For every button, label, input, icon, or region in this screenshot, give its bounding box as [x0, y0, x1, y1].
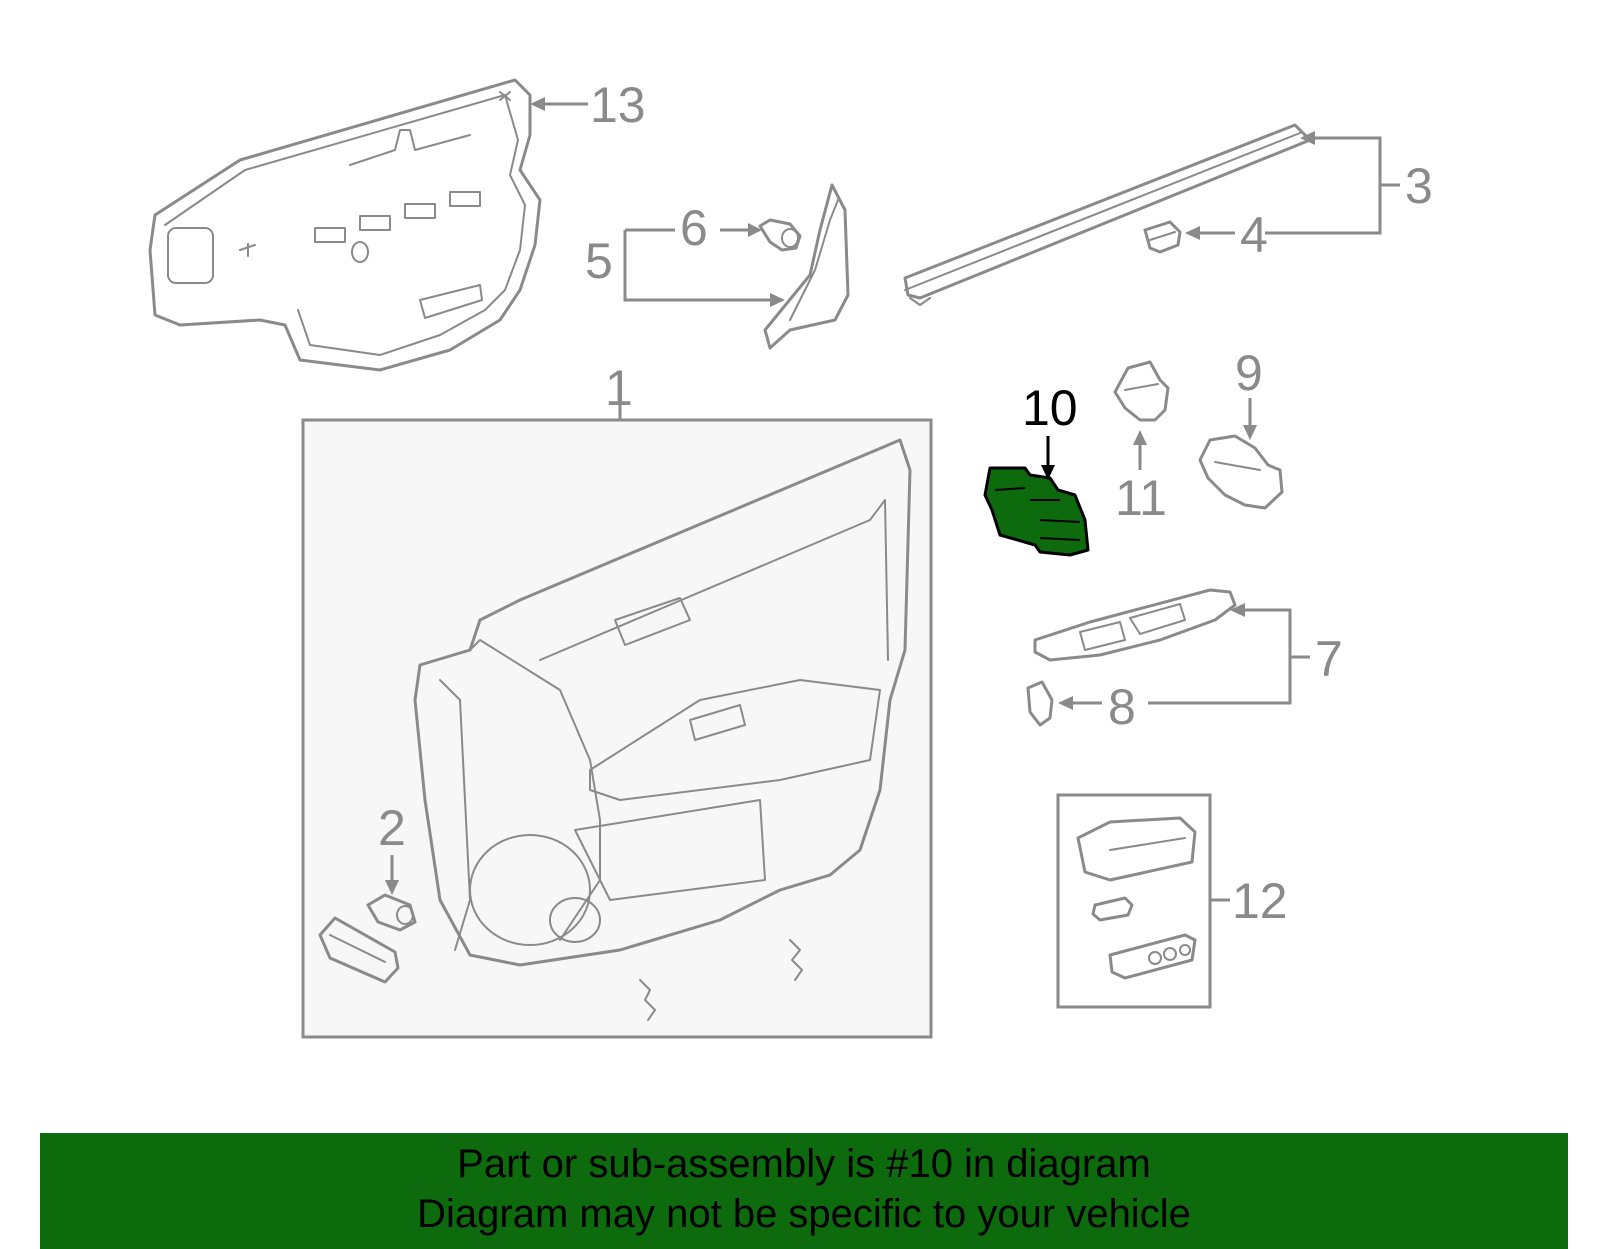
banner-line-2: Diagram may not be specific to your vehi…: [417, 1192, 1191, 1236]
part-1-door-trim-panel: [301, 418, 933, 1039]
callout-7-label: 7: [1315, 631, 1343, 687]
callout-3-4: 3 4: [1185, 131, 1433, 263]
part-12-lamp-assembly: [1056, 793, 1212, 1009]
callout-13: 13: [530, 77, 646, 133]
part-11-switch: [1113, 360, 1170, 422]
callout-8-label: 8: [1108, 679, 1136, 735]
callout-5-6: 5 6: [585, 200, 785, 307]
callout-12: 12: [1210, 873, 1288, 929]
callout-1: 1: [605, 360, 633, 420]
callout-10: 10: [1022, 380, 1078, 480]
part-7-switch-base: [1033, 588, 1237, 662]
part-13-door-inner-panel: [148, 78, 542, 372]
part-8-clip: [1026, 680, 1054, 727]
callout-3-label: 3: [1405, 158, 1433, 214]
part-5-corner-piece: [763, 183, 850, 350]
callout-2: 2: [378, 800, 406, 895]
info-banner: Part or sub-assembly is #10 in diagram D…: [40, 1133, 1568, 1249]
callout-9-label: 9: [1235, 345, 1263, 401]
callout-11: 11: [1115, 430, 1167, 526]
callout-5-label: 5: [585, 233, 613, 289]
banner-line-1: Part or sub-assembly is #10 in diagram: [457, 1142, 1151, 1186]
part-6-clip: [758, 218, 802, 252]
callout-13-label: 13: [590, 77, 646, 133]
callout-7-8: 7 8: [1058, 603, 1343, 735]
part-10-master-switch: [983, 466, 1090, 557]
callout-9: 9: [1235, 345, 1263, 440]
callout-10-label: 10: [1022, 380, 1078, 436]
callout-11-label: 11: [1115, 470, 1167, 526]
callout-6-label: 6: [680, 200, 708, 256]
part-door-switch-lower: [318, 916, 400, 984]
part-2-clip: [366, 893, 417, 932]
part-3-belt-molding: [903, 123, 1312, 306]
callout-2-label: 2: [378, 800, 406, 856]
part-9-switch: [1198, 434, 1284, 510]
callout-12-label: 12: [1232, 873, 1288, 929]
callout-4-label: 4: [1240, 207, 1268, 263]
part-4-clip: [1143, 220, 1182, 254]
